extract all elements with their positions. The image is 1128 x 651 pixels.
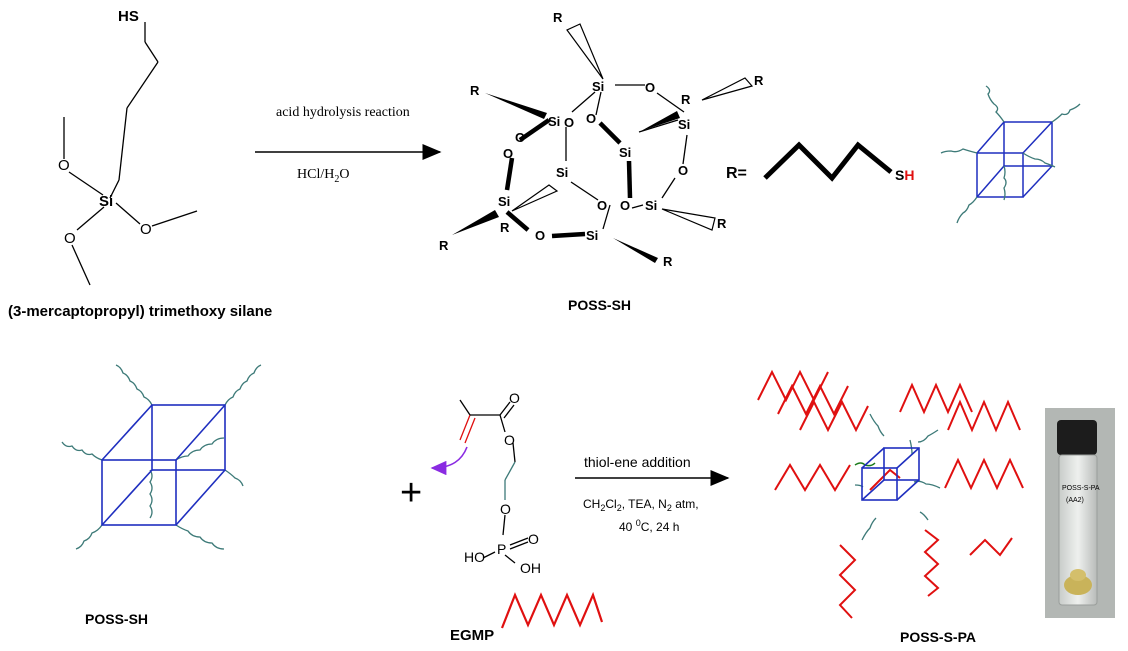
vial-label-text: POSS-S-PA bbox=[1062, 485, 1100, 492]
si-atom: Si bbox=[99, 193, 113, 210]
arrow-2-conditions-1: CH2Cl2, TEA, N2 atm, bbox=[583, 497, 699, 513]
r-group: R bbox=[717, 216, 727, 231]
mptms-structure bbox=[63, 22, 198, 286]
si-atom: Si bbox=[556, 165, 568, 180]
egmp-structure bbox=[430, 399, 529, 564]
r-group: R bbox=[500, 220, 510, 235]
si-atom: Si bbox=[592, 79, 604, 94]
poss-sh-label: POSS-SH bbox=[568, 297, 631, 313]
egmp-chain-icon bbox=[500, 591, 604, 629]
ho-group: HO bbox=[464, 549, 485, 565]
r-group: R bbox=[754, 73, 764, 88]
o-atom: O bbox=[64, 230, 76, 247]
arrow-2-conditions-2: 40 0C, 24 h bbox=[619, 518, 679, 534]
vial-label-text-2: (AA2) bbox=[1066, 497, 1084, 504]
si-atom: Si bbox=[645, 198, 657, 213]
poss-sh-cage bbox=[504, 84, 688, 239]
r-group: R bbox=[681, 92, 691, 107]
si-atom: Si bbox=[498, 194, 510, 209]
poss-cube-icon-small bbox=[940, 85, 1081, 224]
arrow-1-top-text: acid hydrolysis reaction bbox=[276, 105, 410, 120]
arrow-2-top-text: thiol-ene addition bbox=[584, 454, 691, 470]
o-atom: O bbox=[504, 432, 515, 448]
egmp-label: EGMP bbox=[450, 627, 494, 644]
o-atom: O bbox=[620, 198, 630, 213]
product-vial-photo: POSS-S-PA (AA2) bbox=[1045, 408, 1115, 618]
o-atom: O bbox=[500, 501, 511, 517]
arrow-1-bottom-text: HCl/H2O bbox=[297, 167, 349, 185]
poss-sh-label-2: POSS-SH bbox=[85, 611, 148, 627]
si-atom: Si bbox=[619, 145, 631, 160]
si-atom: Si bbox=[586, 228, 598, 243]
poss-s-pa-label: POSS-S-PA bbox=[900, 629, 976, 645]
o-atom: O bbox=[515, 130, 525, 145]
o-atom: O bbox=[678, 163, 688, 178]
mptms-label: (3-mercaptopropyl) trimethoxy silane bbox=[8, 303, 272, 320]
plus-sign: + bbox=[400, 472, 422, 514]
oh-group: OH bbox=[520, 560, 541, 576]
o-atom: O bbox=[645, 80, 655, 95]
si-atom: Si bbox=[548, 114, 560, 129]
o-atom: O bbox=[58, 157, 70, 174]
o-atom: O bbox=[597, 198, 607, 213]
sh-atom: HS bbox=[118, 8, 139, 25]
poss-sh-wedges bbox=[452, 23, 754, 263]
propyl-chain bbox=[763, 141, 893, 182]
o-atom: O bbox=[503, 146, 513, 161]
r-group: R bbox=[439, 238, 449, 253]
o-atom: O bbox=[509, 390, 520, 406]
poss-s-pa-structure bbox=[757, 369, 1024, 619]
o-atom: O bbox=[564, 115, 574, 130]
r-definition-label: R= bbox=[726, 165, 747, 182]
o-atom: O bbox=[535, 228, 545, 243]
o-atom: O bbox=[528, 531, 539, 547]
poss-sh-cube-large bbox=[61, 364, 262, 550]
o-atom: O bbox=[140, 221, 152, 238]
r-group: R bbox=[553, 10, 563, 25]
thiol-end-label: SH bbox=[895, 167, 914, 183]
si-atom: Si bbox=[678, 117, 690, 132]
r-group: R bbox=[663, 254, 673, 269]
r-group: R bbox=[470, 83, 480, 98]
p-atom: P bbox=[497, 541, 506, 557]
o-atom: O bbox=[586, 111, 596, 126]
